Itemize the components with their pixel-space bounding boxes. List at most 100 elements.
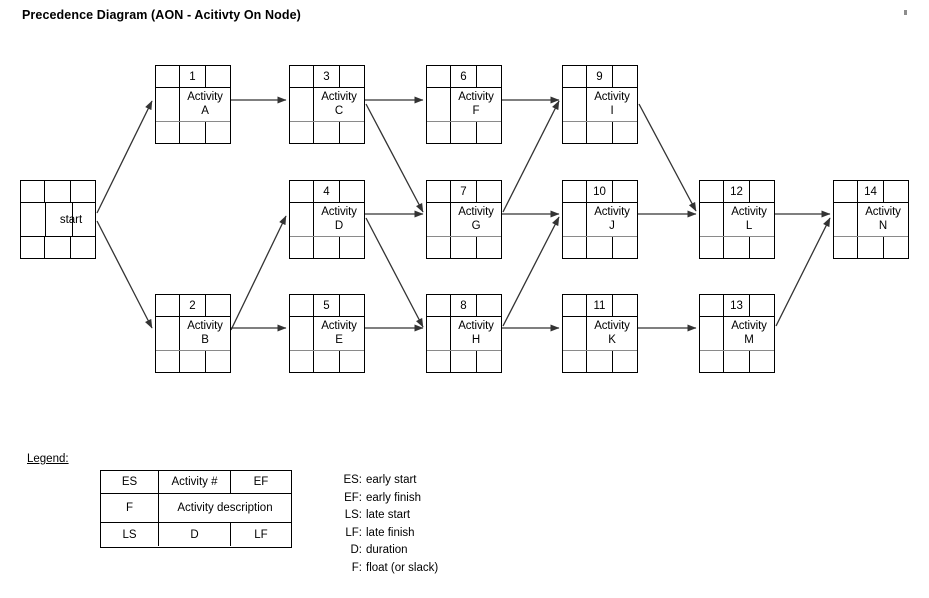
node-activity-word: Activity — [187, 320, 223, 333]
node-cell-number: 14 — [858, 181, 884, 202]
node-activity-word: Activity — [731, 206, 767, 219]
node-activity-letter: F — [472, 105, 480, 117]
legend-row-bottom: LS D LF — [101, 523, 291, 546]
node-top-row: 3 — [290, 66, 364, 88]
node-cell-float — [290, 203, 314, 237]
node-activity-letter: D — [334, 220, 344, 232]
node-cell-number: 13 — [724, 295, 750, 316]
legend-node-template: ES Activity # EF F Activity description … — [100, 470, 292, 548]
node-cell-ls — [427, 351, 451, 372]
node-cell-number: 4 — [314, 181, 340, 202]
node-cell-duration — [314, 122, 340, 143]
node-top-row: 4 — [290, 181, 364, 203]
node-top-row: 5 — [290, 295, 364, 317]
node-cell-lf — [613, 351, 637, 372]
node-top-row: 12 — [700, 181, 774, 203]
node-top-row: 8 — [427, 295, 501, 317]
node-cell-number: 10 — [587, 181, 613, 202]
edge-start-b — [96, 220, 153, 329]
legend-definition-abbr: EF: — [344, 491, 362, 504]
scan-artifact-dot — [904, 10, 907, 15]
node-activity-word: Activity — [187, 91, 223, 104]
node-bottom-row — [563, 236, 637, 258]
node-cell-float — [427, 317, 451, 351]
node-start[interactable]: start — [20, 180, 96, 259]
node-cell-number: 9 — [587, 66, 613, 87]
node-cell-float — [290, 88, 314, 122]
legend-definition-text: early start — [366, 474, 417, 486]
edge-d-h — [365, 217, 424, 328]
node-bottom-row — [834, 236, 908, 258]
node-cell-float — [427, 88, 451, 122]
node-cell-float — [563, 317, 587, 351]
node-cell-duration — [451, 351, 477, 372]
edge-m-n — [775, 217, 831, 327]
node-cell-ls — [156, 122, 180, 143]
legend-definition-abbr: F: — [351, 561, 362, 574]
start-top-row — [21, 181, 95, 203]
legend-duration: D — [159, 523, 231, 546]
node-cell-ls — [290, 351, 314, 372]
legend-activity-description: Activity description — [177, 502, 273, 514]
node-cell-float — [834, 203, 858, 237]
node-activity-word: Activity — [321, 91, 357, 104]
legend-heading: Legend: — [27, 453, 69, 465]
node-activity-word: Activity — [731, 320, 767, 333]
node-cell-number: 8 — [451, 295, 477, 316]
legend-definition-item: F:float (or slack) — [336, 560, 438, 578]
node-cell-ef — [613, 181, 637, 202]
node-cell-es — [563, 181, 587, 202]
legend-definition-text: early finish — [366, 491, 421, 504]
node-bottom-row — [290, 121, 364, 143]
node-top-row: 1 — [156, 66, 230, 88]
node-cell-ef — [613, 66, 637, 87]
node-cell-es — [834, 181, 858, 202]
start-cell-bot-left — [21, 237, 45, 258]
node-cell-float — [563, 88, 587, 122]
node-cell-lf — [613, 237, 637, 258]
node-bottom-row — [156, 121, 230, 143]
start-mid-row — [21, 203, 95, 237]
node-activity-letter: J — [609, 220, 615, 232]
node-cell-ef — [340, 66, 364, 87]
node-cell-number: 5 — [314, 295, 340, 316]
node-cell-number: 3 — [314, 66, 340, 87]
node-cell-duration — [314, 237, 340, 258]
node-cell-float — [156, 317, 180, 351]
node-activity-word: Activity — [594, 206, 630, 219]
edge-b-d — [230, 215, 287, 331]
node-bottom-row — [290, 236, 364, 258]
node-cell-duration — [180, 351, 206, 372]
legend-definition-item: EF: early finish — [336, 490, 438, 508]
node-activity-letter: G — [471, 220, 481, 232]
node-bottom-row — [427, 350, 501, 372]
node-cell-ls — [700, 351, 724, 372]
node-cell-ls — [427, 237, 451, 258]
